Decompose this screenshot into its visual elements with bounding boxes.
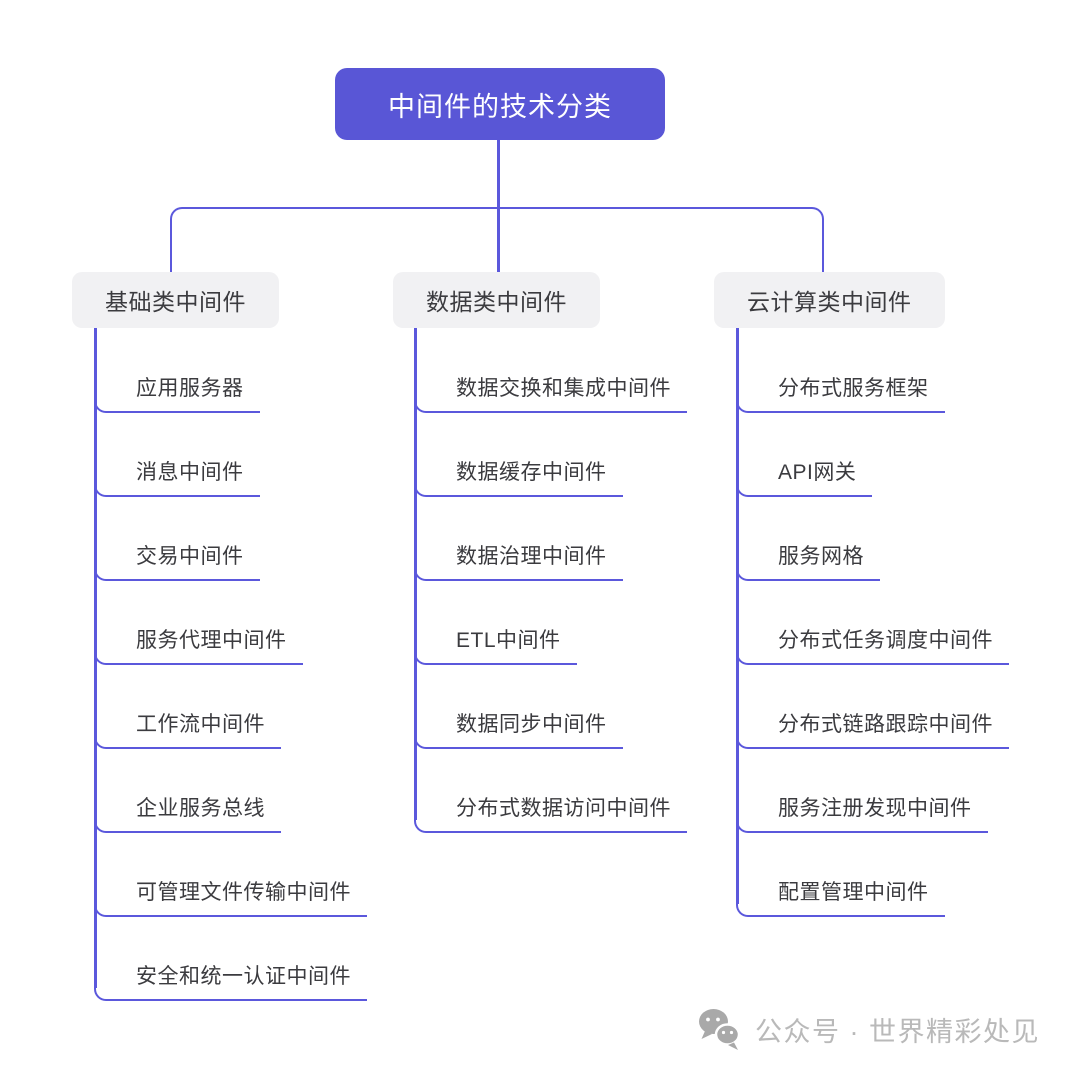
- branch-header-basic[interactable]: 基础类中间件: [72, 272, 279, 328]
- leaf-node[interactable]: 分布式数据访问中间件: [414, 749, 687, 833]
- leaf-node[interactable]: 分布式链路跟踪中间件: [736, 665, 1009, 749]
- watermark: 公众号 · 世界精彩处见: [694, 1004, 1040, 1054]
- root-node[interactable]: 中间件的技术分类: [335, 68, 665, 140]
- connector-root-stem: [497, 140, 500, 207]
- leaf-node[interactable]: 工作流中间件: [94, 665, 281, 749]
- branch-leaves-data: 数据交换和集成中间件 数据缓存中间件 数据治理中间件 ETL中间件 数据同步中间…: [414, 329, 687, 833]
- leaf-node[interactable]: 服务网格: [736, 497, 880, 581]
- leaf-node[interactable]: 应用服务器: [94, 329, 260, 413]
- leaf-node[interactable]: 安全和统一认证中间件: [94, 917, 367, 1001]
- leaf-node[interactable]: API网关: [736, 413, 873, 497]
- leaf-node[interactable]: 数据缓存中间件: [414, 413, 623, 497]
- leaf-node[interactable]: 服务注册发现中间件: [736, 749, 988, 833]
- wechat-icon: [694, 1004, 744, 1054]
- branch-leaves-basic: 应用服务器 消息中间件 交易中间件 服务代理中间件 工作流中间件 企业服务总线 …: [94, 329, 367, 1001]
- leaf-node[interactable]: 可管理文件传输中间件: [94, 833, 367, 917]
- connector-mid-stem: [497, 207, 500, 272]
- leaf-node[interactable]: 配置管理中间件: [736, 833, 945, 917]
- leaf-node[interactable]: 分布式任务调度中间件: [736, 581, 1009, 665]
- leaf-node[interactable]: 分布式服务框架: [736, 329, 945, 413]
- branch-leaves-cloud: 分布式服务框架 API网关 服务网格 分布式任务调度中间件 分布式链路跟踪中间件…: [736, 329, 1009, 917]
- leaf-node[interactable]: 服务代理中间件: [94, 581, 303, 665]
- leaf-node[interactable]: 交易中间件: [94, 497, 260, 581]
- leaf-node[interactable]: 企业服务总线: [94, 749, 281, 833]
- branch-header-data[interactable]: 数据类中间件: [393, 272, 600, 328]
- leaf-node[interactable]: 消息中间件: [94, 413, 260, 497]
- branch-header-cloud[interactable]: 云计算类中间件: [714, 272, 945, 328]
- leaf-node[interactable]: 数据同步中间件: [414, 665, 623, 749]
- leaf-node[interactable]: 数据治理中间件: [414, 497, 623, 581]
- leaf-node[interactable]: ETL中间件: [414, 581, 577, 665]
- leaf-node[interactable]: 数据交换和集成中间件: [414, 329, 687, 413]
- watermark-text: 公众号 · 世界精彩处见: [755, 1016, 1040, 1047]
